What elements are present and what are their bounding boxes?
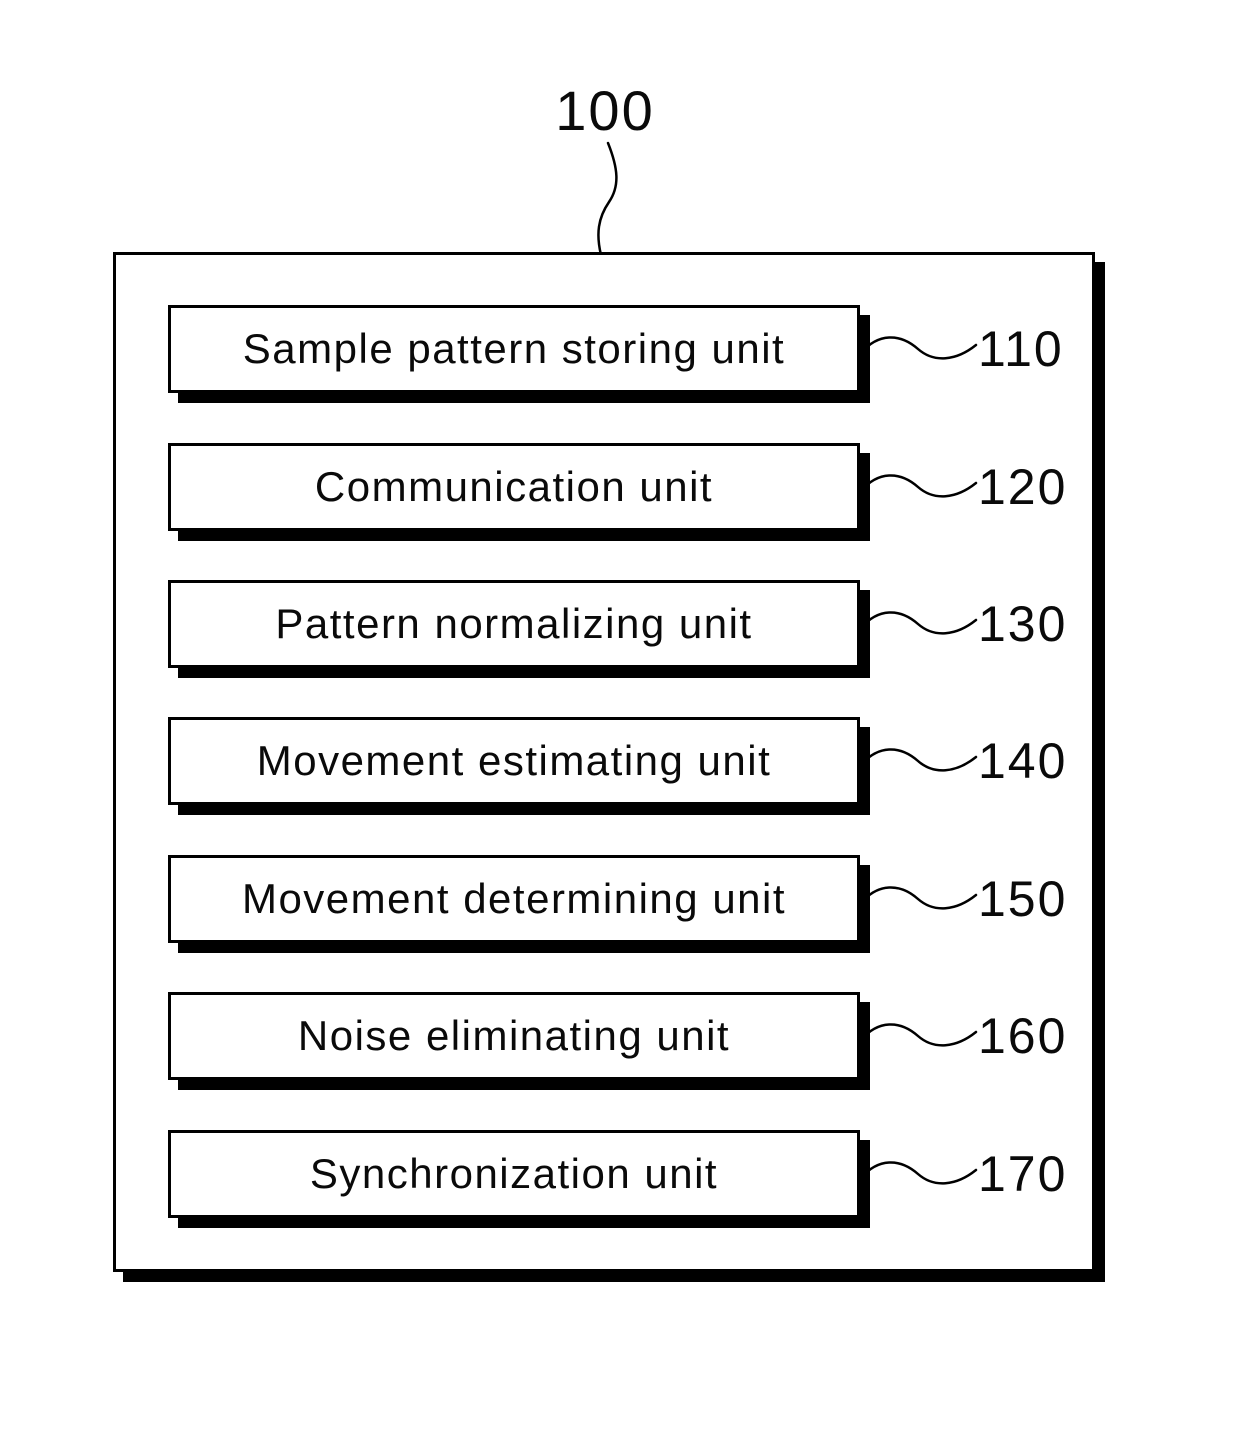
unit-row: Pattern normalizing unit 130 (0, 580, 1240, 668)
leader-squiggle (860, 886, 978, 910)
unit-row: Movement determining unit 150 (0, 855, 1240, 943)
leader-squiggle (860, 336, 978, 360)
unit-label: Communication unit (314, 463, 714, 510)
unit-box-communication: Communication unit (168, 443, 860, 531)
unit-reference-number: 140 (978, 733, 1068, 789)
unit-box-sample-pattern-storing: Sample pattern storing unit (168, 305, 860, 393)
unit-reference-number: 110 (978, 321, 1064, 377)
unit-label: Noise eliminating unit (297, 1012, 731, 1059)
unit-reference-number: 170 (978, 1146, 1068, 1202)
unit-reference-number: 120 (978, 459, 1068, 515)
unit-row: Synchronization unit 170 (0, 1130, 1240, 1218)
unit-label: Pattern normalizing unit (275, 600, 753, 647)
unit-row: Communication unit 120 (0, 443, 1240, 531)
system-reference-number: 100 (555, 79, 655, 142)
unit-row: Movement estimating unit 140 (0, 717, 1240, 805)
unit-label: Movement determining unit (241, 875, 787, 922)
unit-box-movement-determining: Movement determining unit (168, 855, 860, 943)
unit-box-synchronization: Synchronization unit (168, 1130, 860, 1218)
unit-reference-number: 150 (978, 871, 1068, 927)
unit-row: Noise eliminating unit 160 (0, 992, 1240, 1080)
unit-box-movement-estimating: Movement estimating unit (168, 717, 860, 805)
unit-reference-number: 160 (978, 1008, 1068, 1064)
leader-squiggle (860, 1161, 978, 1185)
unit-box-pattern-normalizing: Pattern normalizing unit (168, 580, 860, 668)
leader-squiggle (860, 611, 978, 635)
leader-squiggle (860, 474, 978, 498)
unit-label: Movement estimating unit (256, 737, 772, 784)
system-leader-squiggle (597, 141, 618, 257)
leader-squiggle (860, 748, 978, 772)
unit-label: Sample pattern storing unit (242, 325, 786, 372)
unit-row: Sample pattern storing unit 110 (0, 305, 1240, 393)
leader-squiggle (860, 1023, 978, 1047)
unit-reference-number: 130 (978, 596, 1068, 652)
unit-box-noise-eliminating: Noise eliminating unit (168, 992, 860, 1080)
unit-label: Synchronization unit (309, 1150, 719, 1197)
